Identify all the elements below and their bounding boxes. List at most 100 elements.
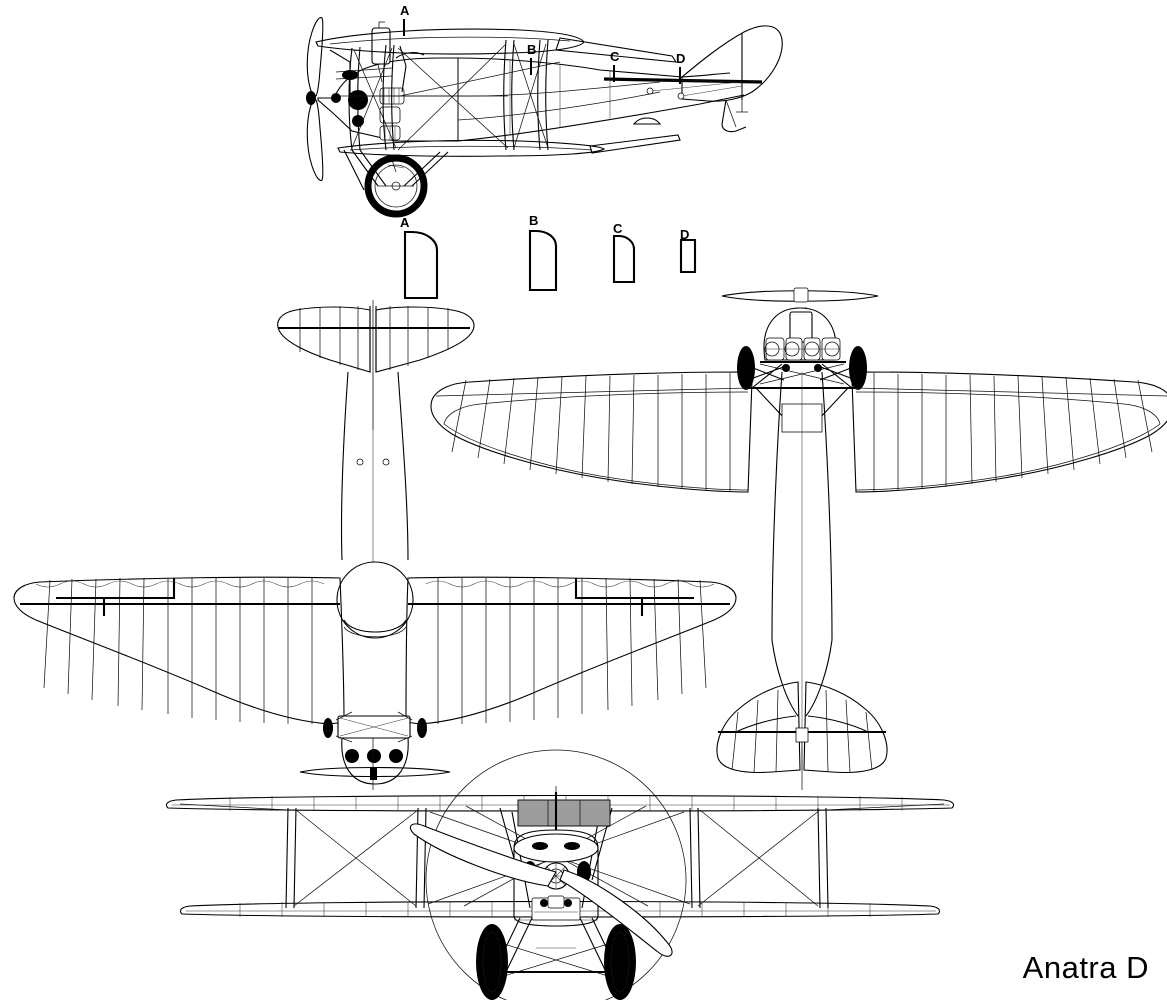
lower-wing-side (337, 139, 605, 157)
cross-section-A (403, 230, 439, 300)
cabane-front-side (329, 49, 351, 98)
wheel-left-plan (323, 718, 333, 738)
nose-port-side (331, 93, 341, 103)
tank-brace-side (377, 63, 383, 83)
gear-strut-left-plan (335, 711, 353, 743)
station-label-A-text: A (400, 3, 410, 18)
section-label-D: D (680, 227, 690, 242)
prop-hub-plan (370, 768, 377, 780)
right-wing-ribs-plan (437, 577, 707, 724)
control-horn-1-side (646, 87, 654, 95)
cowl-vent-right-front (564, 842, 580, 850)
propeller-side-lower (306, 99, 324, 182)
cockpit-front-plan (343, 619, 407, 633)
control-wire-2-side (681, 85, 743, 97)
cylinder-2-plan (367, 749, 381, 763)
bottom-plan-view (430, 287, 1167, 790)
fuselage-bottom-left (771, 371, 783, 641)
station-label-B-text: B (527, 42, 537, 57)
left-wing-spar-bottom (435, 387, 749, 397)
tailplane-ribs-plan (299, 306, 449, 370)
propeller-disc-front (425, 749, 687, 1000)
tailplane-bottom-right (803, 681, 888, 774)
upper-wing-tail-side (555, 37, 678, 63)
header-tank-cap-side (378, 21, 385, 28)
tailboom-top-side (681, 72, 731, 78)
cross-section-B (528, 229, 558, 292)
propeller-hub-side (306, 91, 316, 105)
fuselage-lower-side (457, 94, 745, 142)
upper-wing-front (165, 794, 955, 812)
lower-wing-tail-side (589, 134, 681, 154)
station-label-C-text: C (610, 49, 620, 64)
engine-cylinders-bottom (764, 337, 841, 361)
top-plan-view (13, 300, 737, 790)
section-label-A: A (400, 215, 410, 230)
crankcase-bottom (789, 311, 813, 343)
gear-strut-rear-right (817, 387, 849, 421)
control-wire-1-side (651, 81, 741, 92)
propeller-bottom (721, 290, 879, 302)
station-tick-C (613, 65, 615, 82)
wheel-right-front (604, 924, 636, 1000)
cylinder-3-plan (389, 749, 403, 763)
undercarriage-front (476, 917, 636, 1000)
radiator-front (517, 799, 611, 827)
left-lower-wing-bottom (443, 391, 749, 425)
engine-detail-front (534, 895, 578, 913)
wheel-right-plan (417, 718, 427, 738)
gear-strut-right-plan (397, 711, 413, 743)
cross-sections-group (403, 229, 697, 300)
right-wing-spar-bottom (855, 387, 1167, 397)
radiator-divider-front (547, 800, 581, 826)
left-wing-bottom (430, 371, 753, 493)
tailplane-plan-right (375, 306, 475, 373)
fuselage-upper-side (457, 57, 683, 78)
rear-fuselage-plan (340, 371, 349, 561)
tail-fitting-bottom (795, 727, 809, 743)
right-lower-trail-bottom (855, 423, 1161, 491)
right-lower-wing-bottom (855, 391, 1161, 425)
gear-strut-rear-left (755, 387, 787, 421)
lower-wing-front (179, 900, 941, 918)
left-wing-plan (13, 576, 345, 725)
elevator-hinge-side (671, 79, 747, 83)
lower-wing-chord-side (349, 145, 593, 151)
drawing-title: Anatra D (1022, 950, 1149, 985)
fuselage-bottom-right (821, 371, 833, 641)
left-lower-trail-bottom (443, 423, 749, 491)
cabane-rear-side (399, 45, 407, 93)
gear-fitting-left (782, 364, 790, 372)
interplane-struts-side (348, 39, 549, 151)
longeron-side (340, 81, 661, 97)
undercarriage-side (343, 149, 449, 218)
cylinder-1-plan (345, 749, 359, 763)
cowl-vent-left-front (532, 842, 548, 850)
propeller-side (306, 16, 324, 97)
nose-cowl-plan (341, 737, 409, 785)
rear-fuselage-bottom-left (771, 639, 799, 717)
right-wing-plan (405, 576, 737, 725)
tailplane-bottom-left (716, 681, 801, 774)
control-horn-left-plan (356, 458, 364, 466)
propeller-blade-upper-front (409, 823, 557, 887)
elevator-left-bottom (735, 715, 797, 733)
left-wing-scallop-plan (35, 580, 325, 588)
right-wing-scallop-plan (425, 580, 715, 588)
gear-fitting-right (814, 364, 822, 372)
rudder-cable-side (736, 82, 748, 113)
cockpit-opening-plan (336, 561, 414, 639)
rear-fuselage-plan-right (397, 371, 409, 561)
cross-section-D (679, 238, 697, 274)
section-label-B: B (529, 213, 539, 228)
propeller-plan (299, 766, 451, 778)
control-horn-2-side (677, 92, 685, 100)
left-wing-ribs-plan (43, 577, 313, 724)
control-horn-right-plan (382, 458, 390, 466)
prop-boss-bolts-front (544, 864, 568, 888)
rear-fuselage-bottom-right (805, 639, 833, 717)
section-label-C: C (613, 221, 623, 236)
propeller-blade-lower-front (559, 869, 673, 957)
left-wing-ribs-bottom (451, 373, 731, 491)
